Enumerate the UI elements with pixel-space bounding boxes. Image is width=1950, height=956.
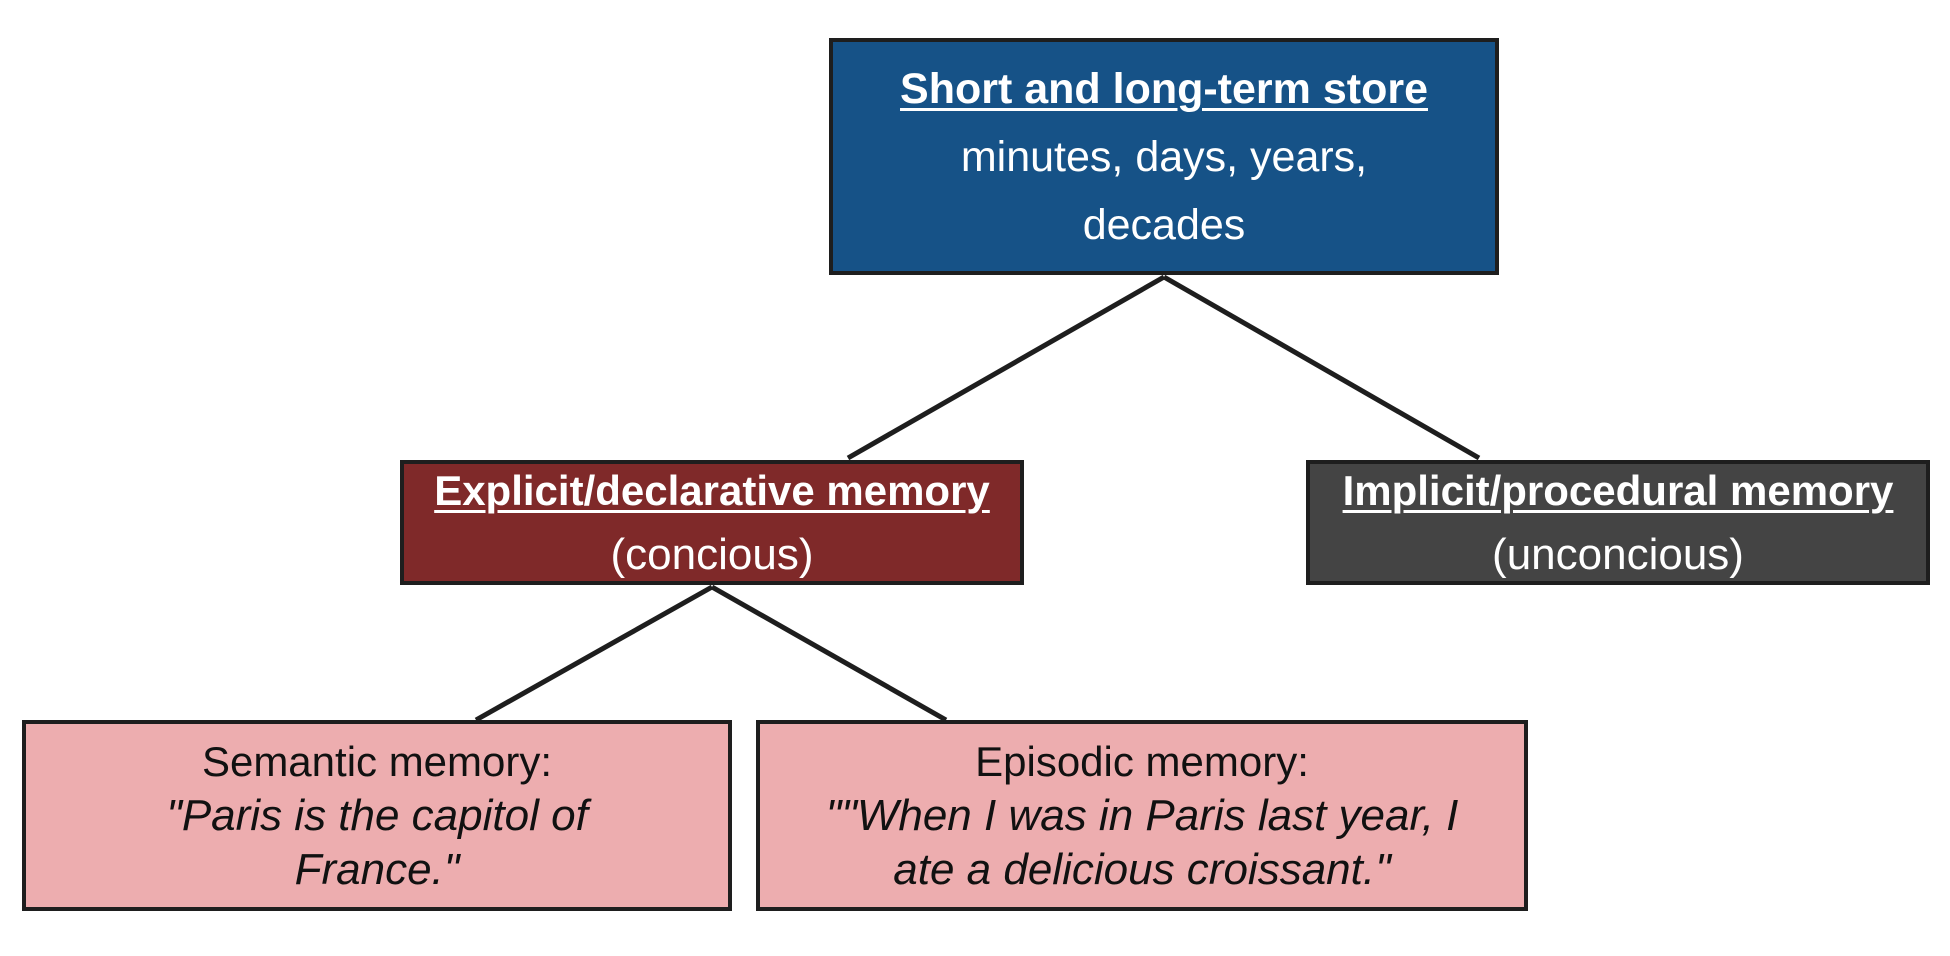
connector-explicit-to-episodic — [710, 584, 948, 723]
implicit-memory-title: Implicit/procedural memory — [1342, 466, 1894, 514]
connector-explicit-to-semantic — [474, 584, 714, 723]
episodic-memory-box: Episodic memory: ""When I was in Paris l… — [756, 720, 1528, 911]
episodic-memory-example: ""When I was in Paris last year, I ate a… — [825, 790, 1459, 894]
short-and-long-term-store-box: Short and long-term store minutes, days,… — [829, 38, 1499, 275]
episodic-memory-heading: Episodic memory: — [975, 737, 1309, 785]
store-title: Short and long-term store — [900, 64, 1428, 113]
semantic-memory-example: "Paris is the capitol of France." — [166, 790, 588, 894]
explicit-memory-title: Explicit/declarative memory — [434, 466, 990, 514]
connector-root-to-implicit — [1162, 274, 1481, 461]
semantic-memory-box: Semantic memory: "Paris is the capitol o… — [22, 720, 732, 911]
store-subtitle: minutes, days, years, decades — [960, 132, 1368, 249]
explicit-memory-subtitle: (concious) — [610, 529, 814, 579]
explicit-memory-box: Explicit/declarative memory (concious) — [400, 460, 1024, 585]
semantic-memory-heading: Semantic memory: — [201, 737, 553, 785]
implicit-memory-box: Implicit/procedural memory (unconcious) — [1306, 460, 1930, 585]
connector-root-to-explicit — [846, 274, 1166, 461]
implicit-memory-subtitle: (unconcious) — [1492, 529, 1744, 579]
